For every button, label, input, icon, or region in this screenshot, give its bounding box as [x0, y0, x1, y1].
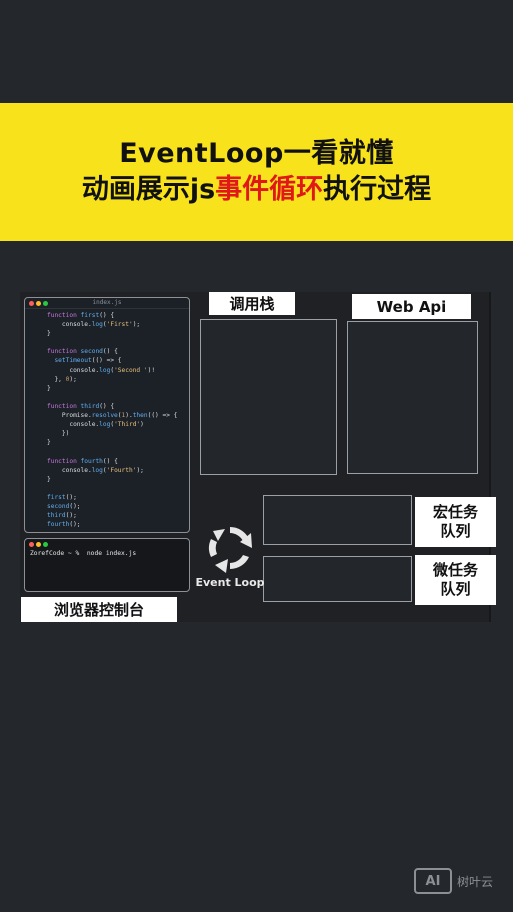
web-api-panel — [347, 321, 478, 474]
title-highlight: 事件循环 — [215, 174, 324, 205]
code-line: console.log('First'); — [47, 321, 141, 329]
title-line-2-part-a: 动画展示js — [81, 174, 216, 205]
micro-task-label-line-2: 队列 — [440, 580, 471, 598]
watermark: AI 树叶云 — [414, 865, 493, 897]
ai-logo-icon: AI — [414, 868, 452, 894]
code-line: setTimeout(() => { — [54, 357, 122, 365]
title-banner: EventLoop一看就懂 动画展示js事件循环执行过程 — [0, 103, 513, 241]
micro-task-queue-panel — [263, 556, 412, 602]
code-line: function second() { — [47, 348, 118, 356]
micro-task-label-line-1: 微任务 — [432, 561, 478, 579]
title-line-2: 动画展示js事件循环执行过程 — [82, 173, 431, 207]
code-line — [47, 393, 189, 402]
editor-filename: index.js — [92, 299, 122, 306]
minimize-dot-icon[interactable] — [36, 542, 41, 547]
code-line: Promise.resolve(1).then(() => { — [47, 412, 178, 420]
code-line: console.log('Third') — [47, 421, 144, 429]
terminal-command: ZorefCode ~ % node index.js — [30, 550, 137, 557]
event-loop-icon — [208, 527, 252, 573]
terminal-titlebar — [25, 539, 189, 548]
code-line — [47, 338, 189, 347]
code-line: console.log('Second ')! — [47, 366, 156, 374]
code-line: console.log('Fourth'); — [47, 466, 144, 474]
close-dot-icon[interactable] — [29, 542, 34, 547]
code-line: second(); — [47, 502, 81, 510]
title-line-1: EventLoop一看就懂 — [119, 138, 394, 169]
stage-edge — [489, 292, 491, 622]
watermark-site-name: 树叶云 — [457, 874, 494, 889]
code-editor-window: index.js function first() { console.log(… — [24, 297, 190, 533]
code-line: function fourth() { — [47, 457, 118, 465]
minimize-dot-icon[interactable] — [36, 301, 41, 306]
code-line: fourth(); — [47, 521, 81, 529]
maximize-dot-icon[interactable] — [43, 301, 48, 306]
web-api-label: Web Api — [352, 294, 471, 319]
event-loop-label: Event Loop — [195, 576, 265, 589]
micro-task-queue-label: 微任务 队列 — [415, 555, 496, 605]
code-content: function first() { console.log('First');… — [25, 309, 189, 529]
macro-task-queue-panel — [263, 495, 412, 545]
title-line-2-part-b: 执行过程 — [323, 174, 432, 205]
maximize-dot-icon[interactable] — [43, 542, 48, 547]
code-line: function first() { — [47, 312, 115, 319]
code-line — [47, 484, 189, 493]
code-line: } — [47, 475, 51, 483]
browser-console-label: 浏览器控制台 — [21, 597, 177, 622]
code-line: } — [47, 439, 51, 447]
macro-task-queue-label: 宏任务 队列 — [415, 497, 496, 547]
code-line — [47, 447, 189, 456]
code-line: } — [47, 384, 51, 392]
code-line: first(); — [47, 493, 77, 501]
macro-task-label-line-2: 队列 — [440, 522, 471, 540]
editor-titlebar: index.js — [25, 298, 189, 309]
macro-task-label-line-1: 宏任务 — [432, 503, 478, 521]
code-line: }) — [47, 430, 70, 438]
code-line: function third() { — [47, 402, 115, 410]
call-stack-label: 调用栈 — [209, 292, 295, 315]
code-line: third(); — [47, 512, 77, 520]
terminal-window: ZorefCode ~ % node index.js — [24, 538, 190, 592]
close-dot-icon[interactable] — [29, 301, 34, 306]
code-line: }, 0); — [47, 375, 77, 383]
code-line: } — [47, 330, 51, 338]
call-stack-panel — [200, 319, 337, 475]
